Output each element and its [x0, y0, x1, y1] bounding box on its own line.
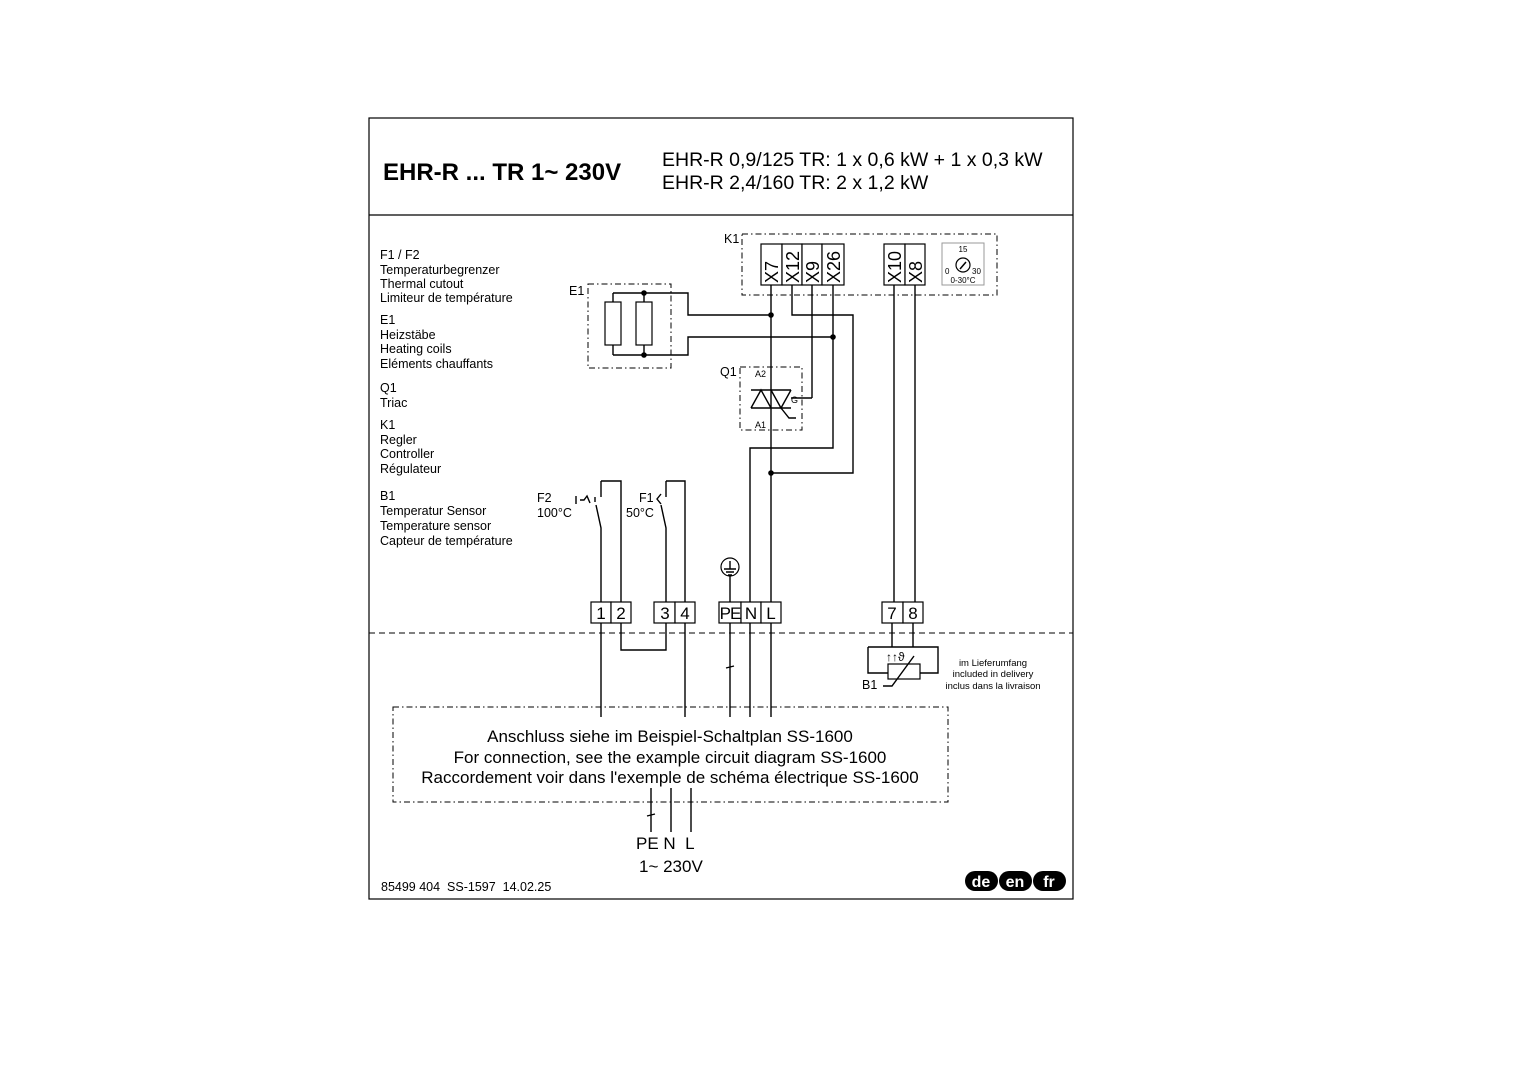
dial-range: 0-30°C — [951, 276, 976, 285]
variant-1: EHR-R 0,9/125 TR: 1 x 0,6 kW + 1 x 0,3 k… — [662, 149, 1043, 171]
legend-text: Temperature sensor — [380, 519, 491, 533]
legend-text: Heating coils — [380, 342, 452, 356]
language-en: en — [1006, 874, 1025, 891]
legend-text: Eléments chauffants — [380, 357, 493, 371]
legend-text: Temperaturbegrenzer — [380, 263, 500, 277]
terminal-4: 4 — [680, 604, 689, 623]
sensor-b1: ↑↑ϑ B1 im Lieferumfang included in deliv… — [862, 646, 1041, 692]
terminal-label: X7 — [762, 261, 782, 283]
terminal-3: 3 — [660, 604, 669, 623]
legend-text: Q1 — [380, 381, 397, 395]
controller-label: K1 — [724, 232, 739, 246]
legend-text: F1 / F2 — [380, 248, 420, 262]
legend: F1 / F2 Temperaturbegrenzer Thermal cuto… — [380, 248, 513, 548]
legend-text: K1 — [380, 418, 395, 432]
connection-note-box — [392, 706, 949, 803]
legend-text: Controller — [380, 447, 434, 461]
legend-text: Temperatur Sensor — [380, 504, 486, 518]
dial-max: 30 — [972, 267, 981, 276]
triac-label: Q1 — [720, 365, 737, 379]
terminal-2: 2 — [616, 604, 625, 623]
f1-mechanism — [656, 493, 662, 505]
wires — [575, 285, 916, 832]
sensor-label: B1 — [862, 678, 877, 692]
f1-label: F1 — [639, 491, 654, 505]
variant-2: EHR-R 2,4/160 TR: 2 x 1,2 kW — [662, 172, 929, 194]
terminal-1: 1 — [596, 604, 605, 623]
legend-text: Thermal cutout — [380, 277, 464, 291]
f2-temp: 100°C — [537, 506, 572, 520]
document-reference: 85499 404 SS-1597 14.02.25 — [381, 880, 551, 894]
terminal-label: X9 — [803, 261, 823, 283]
legend-text: Heizstäbe — [380, 328, 436, 342]
terminal-8: 8 — [908, 604, 917, 623]
terminal-pe: PE — [720, 604, 741, 623]
frame — [368, 117, 1074, 900]
triac-q1: Q1 A2 A1 G — [720, 365, 812, 431]
language-de: de — [972, 874, 991, 891]
f1-temp: 50°C — [626, 506, 654, 520]
f2-mechanism — [575, 494, 596, 504]
connection-note: Anschluss siehe im Beispiel-Schaltplan S… — [487, 727, 853, 746]
delivery-note: included in delivery — [953, 669, 1034, 680]
heater-e1: E1 — [569, 283, 833, 369]
dial-top: 15 — [959, 245, 968, 254]
legend-text: E1 — [380, 313, 395, 327]
terminal-label: X10 — [885, 251, 905, 283]
legend-text: B1 — [380, 489, 395, 503]
language-badges: de en fr — [965, 871, 1066, 891]
terminal-7: 7 — [887, 604, 896, 623]
terminal-label: X8 — [906, 261, 926, 283]
delivery-note: im Lieferumfang — [959, 658, 1027, 669]
temperature-symbol: ↑↑ϑ — [886, 650, 905, 664]
legend-text: Triac — [380, 396, 407, 410]
connection-note: For connection, see the example circuit … — [454, 748, 887, 767]
heating-coil — [635, 301, 653, 346]
terminal-label: X26 — [824, 251, 844, 283]
legend-text: Limiteur de température — [380, 291, 513, 305]
legend-text: Régulateur — [380, 462, 441, 476]
connection-note: Raccordement voir dans l'exemple de sché… — [421, 768, 918, 787]
f2-label: F2 — [537, 491, 552, 505]
heater-label: E1 — [569, 284, 584, 298]
legend-text: Regler — [380, 433, 417, 447]
setpoint-dial: 15 0 30 0-30°C — [941, 242, 985, 286]
dial-min: 0 — [945, 267, 950, 276]
legend-text: Capteur de température — [380, 534, 513, 548]
language-fr: fr — [1043, 874, 1055, 891]
controller-k1: K1 X7 X12 X9 X26 X10 X8 15 0 30 0-30°C — [724, 232, 998, 296]
supply-labels: PE N L — [636, 834, 695, 853]
terminal-label: X12 — [783, 251, 803, 283]
delivery-note: inclus dans la livraison — [945, 681, 1040, 692]
triac-a1: A1 — [755, 420, 766, 430]
diagram-title: EHR-R ... TR 1~ 230V — [383, 159, 621, 186]
terminal-strip: 1 2 3 4 PE N L 7 8 — [590, 601, 924, 624]
thermistor-icon — [887, 663, 921, 680]
dial-icon — [955, 257, 971, 273]
heating-coil — [604, 301, 622, 346]
terminal-l: L — [766, 604, 775, 623]
supply-voltage: 1~ 230V — [639, 857, 703, 876]
triac-a2: A2 — [755, 369, 766, 379]
terminal-n: N — [745, 604, 757, 623]
triac-gate: G — [791, 395, 798, 405]
